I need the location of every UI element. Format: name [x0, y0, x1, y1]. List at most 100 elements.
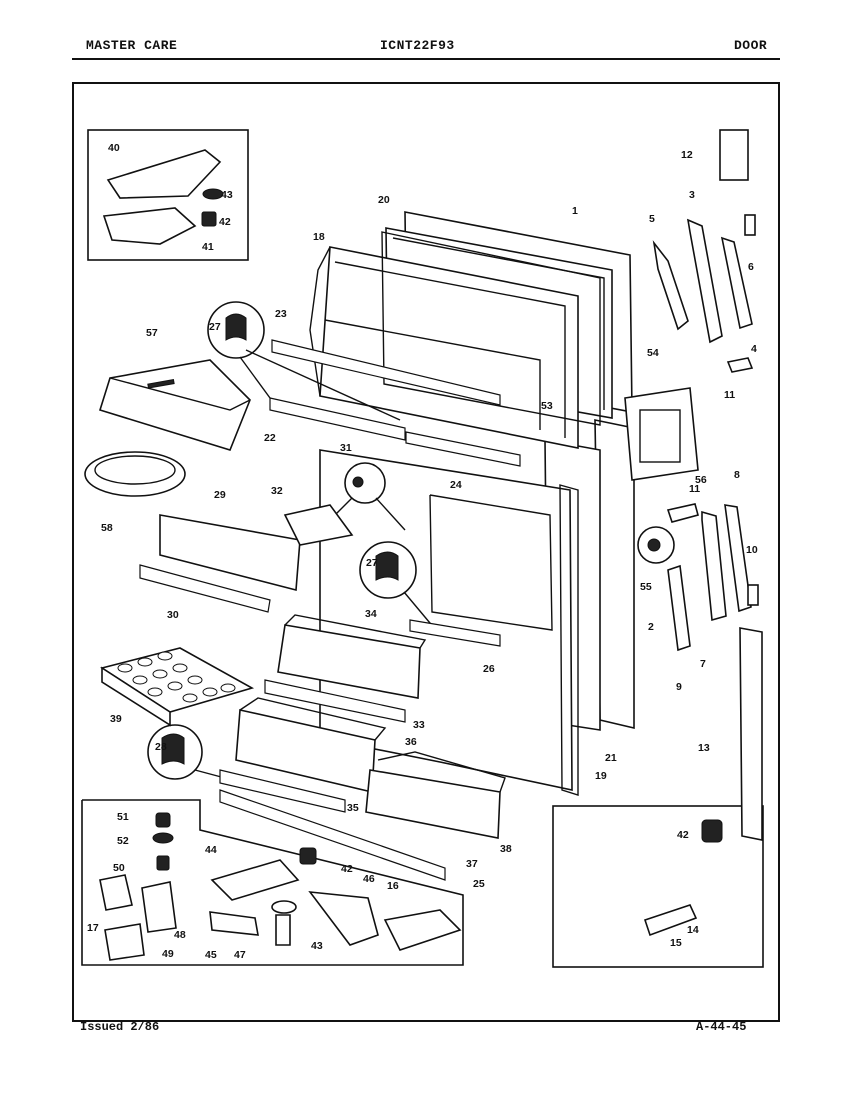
callout-3: 3	[689, 189, 695, 201]
detail-circle-31	[344, 462, 386, 504]
callout-48: 48	[174, 929, 186, 941]
shelf-retainer-24	[405, 431, 521, 467]
hinge-cover-12	[719, 129, 749, 181]
callout-54: 54	[647, 347, 659, 359]
fresh-food-gasket	[559, 484, 579, 796]
callout-labels: 1 2 3 4 5 6 7 8 9 10 11 11 12 13 14 15 1…	[87, 142, 758, 961]
callout-50: 50	[113, 862, 125, 874]
callout-56: 56	[695, 474, 707, 486]
callout-42-glide: 42	[677, 829, 689, 841]
callout-11-mid: 11	[689, 483, 700, 495]
callout-53: 53	[541, 400, 553, 412]
bracket-11-mid	[666, 503, 699, 523]
trim-strip-13	[739, 627, 763, 841]
glide-42	[701, 819, 723, 843]
callout-17: 17	[87, 922, 99, 934]
callout-47: 47	[234, 949, 246, 961]
bracket-6	[744, 214, 756, 236]
callout-35: 35	[347, 802, 359, 814]
callout-28: 28	[155, 741, 167, 753]
callout-8: 8	[734, 469, 740, 481]
fresh-food-door-panel	[544, 419, 635, 731]
hinge-washer-43-bottom	[271, 900, 297, 914]
callout-13: 13	[698, 742, 710, 754]
dairy-retainer-30	[139, 564, 271, 613]
closer-arm-4	[720, 236, 753, 330]
callout-51: 51	[117, 811, 129, 823]
issued-date: Issued 2/86	[80, 1020, 160, 1034]
callout-33: 33	[413, 719, 425, 731]
bracket-10	[747, 584, 759, 606]
callout-41: 41	[202, 241, 214, 253]
callout-24: 24	[450, 479, 462, 491]
butter-dish-rim	[94, 455, 176, 485]
callout-43-top: 43	[221, 189, 233, 201]
retainer-end-cap-27a	[225, 313, 247, 341]
callout-5: 5	[649, 213, 655, 225]
shelf-retainer-26	[409, 619, 501, 647]
callout-55: 55	[640, 581, 652, 593]
callout-44: 44	[205, 844, 217, 856]
callout-18: 18	[313, 231, 325, 243]
closer-arm-8	[724, 504, 752, 613]
callout-29: 29	[214, 489, 226, 501]
hinge-cap-51	[155, 812, 171, 828]
hinge-washer-52	[152, 832, 174, 844]
door-closer-arm-5	[652, 240, 689, 331]
callout-20: 20	[378, 194, 390, 206]
hinge-pin-50	[156, 855, 170, 871]
dairy-door	[159, 514, 301, 592]
callout-32: 32	[271, 485, 283, 497]
callout-15: 15	[670, 937, 682, 949]
hinge-plate-46	[308, 891, 379, 946]
shelf-retainer-22	[269, 397, 406, 441]
callout-49: 49	[162, 948, 174, 960]
callout-30: 30	[167, 609, 179, 621]
hinge-3	[686, 218, 723, 344]
freezer-inner-liner	[309, 246, 579, 449]
door-bin-36-rim	[239, 697, 387, 741]
callout-4: 4	[751, 343, 757, 355]
callout-14: 14	[687, 924, 699, 936]
bracket-17	[99, 874, 133, 911]
callout-38: 38	[500, 843, 512, 855]
callout-57: 57	[146, 327, 158, 339]
hinge-bushing-42-bottom	[299, 847, 317, 865]
callout-11-top: 11	[724, 389, 735, 401]
bottom-hinge-44	[210, 859, 300, 901]
callout-9: 9	[676, 681, 682, 693]
leader-27-top-b	[239, 356, 271, 399]
callout-52: 52	[117, 835, 129, 847]
door-bin-34	[277, 624, 421, 699]
callout-16: 16	[387, 880, 399, 892]
callout-31: 31	[340, 442, 352, 454]
page-reference: A-44-45	[696, 1020, 747, 1034]
door-bin-34-rim	[284, 614, 427, 649]
callout-22: 22	[264, 432, 276, 444]
callout-25: 25	[473, 878, 485, 890]
callout-23: 23	[275, 308, 287, 320]
retainer-end-cap-28	[161, 733, 185, 765]
callout-19: 19	[595, 770, 607, 782]
callout-39: 39	[110, 713, 122, 725]
door-stop-54	[624, 387, 699, 481]
cam-31	[352, 476, 364, 488]
header-rule	[72, 58, 780, 60]
small-door-32	[283, 504, 354, 546]
bottom-hinge-inset-box	[81, 799, 464, 966]
closer-arm-7	[701, 510, 727, 622]
callout-7: 7	[700, 658, 706, 670]
door-bin-38-rim	[377, 751, 506, 793]
callout-42-top: 42	[219, 216, 231, 228]
shim-16	[383, 909, 462, 951]
diagram-frame	[72, 82, 780, 1022]
brand-label: MASTER CARE	[86, 38, 178, 53]
callout-45: 45	[205, 949, 217, 961]
hinge-pin-47	[275, 914, 291, 946]
leader-27-top	[245, 349, 401, 421]
section-title: DOOR	[734, 38, 768, 53]
plate-49	[104, 923, 145, 961]
callout-43-bottom: 43	[311, 940, 323, 952]
egg-tray	[100, 647, 255, 727]
hinge-washer-43-top	[202, 188, 224, 200]
